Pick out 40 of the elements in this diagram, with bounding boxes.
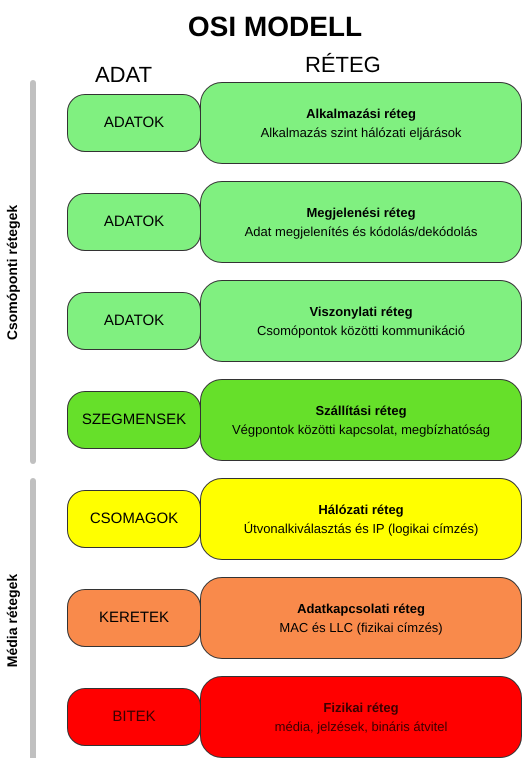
- layer-description: Végpontok közötti kapcsolat, megbízhatóság: [232, 421, 490, 439]
- layer-description: Adat megjelenítés és kódolás/dekódolás: [244, 223, 478, 241]
- layer-box: [200, 181, 522, 263]
- layer-description: Útvonalkiválasztás és IP (logikai címzés): [244, 520, 478, 538]
- data-unit-box: [67, 589, 201, 647]
- layer-description: média, jelzések, bináris átvitel: [274, 718, 448, 736]
- data-unit-label: ADATOK: [104, 112, 164, 133]
- data-unit-box: [67, 292, 201, 350]
- layer-name: Alkalmazási réteg: [306, 105, 416, 123]
- data-unit-box: [67, 391, 201, 449]
- layer-box: [200, 379, 522, 461]
- data-unit-label: KERETEK: [98, 608, 170, 628]
- data-unit-label: SZEGMENSEK: [82, 410, 186, 430]
- title: OSI MODELL: [186, 10, 364, 44]
- data-unit-box: [67, 688, 201, 746]
- data-unit-label: CSOMAGOK: [90, 508, 178, 529]
- group-label: Csomóponti rétegek: [4, 204, 22, 340]
- layer-box: [200, 280, 522, 362]
- column-header: RÉTEG: [305, 51, 381, 79]
- layer-description: MAC és LLC (fizikai címzés): [279, 619, 443, 637]
- layer-box: [200, 676, 522, 758]
- data-unit-box: [67, 490, 201, 548]
- column-header: ADAT: [95, 61, 152, 89]
- data-unit-label: ADATOK: [104, 212, 164, 232]
- layer-description: Alkalmazás szint hálózati eljárások: [260, 124, 462, 142]
- layer-description: Csomópontok közötti kommunikáció: [256, 322, 466, 340]
- data-unit-box: [67, 193, 201, 251]
- layer-name: Fizikai réteg: [323, 699, 399, 717]
- layer-name: Viszonylati réteg: [309, 303, 413, 321]
- data-unit-box: [67, 94, 201, 152]
- layer-box: [200, 82, 522, 164]
- layer-name: Hálózati réteg: [318, 501, 404, 519]
- layer-name: Szállítási réteg: [315, 402, 407, 420]
- layer-box: [200, 478, 522, 560]
- layer-name: Megjelenési réteg: [306, 204, 416, 222]
- data-unit-label: BITEK: [112, 706, 156, 727]
- data-unit-label: ADATOK: [104, 310, 164, 331]
- group-label: Média rétegek: [4, 573, 22, 667]
- layer-name: Adatkapcsolati réteg: [297, 600, 425, 618]
- layer-box: [200, 577, 522, 659]
